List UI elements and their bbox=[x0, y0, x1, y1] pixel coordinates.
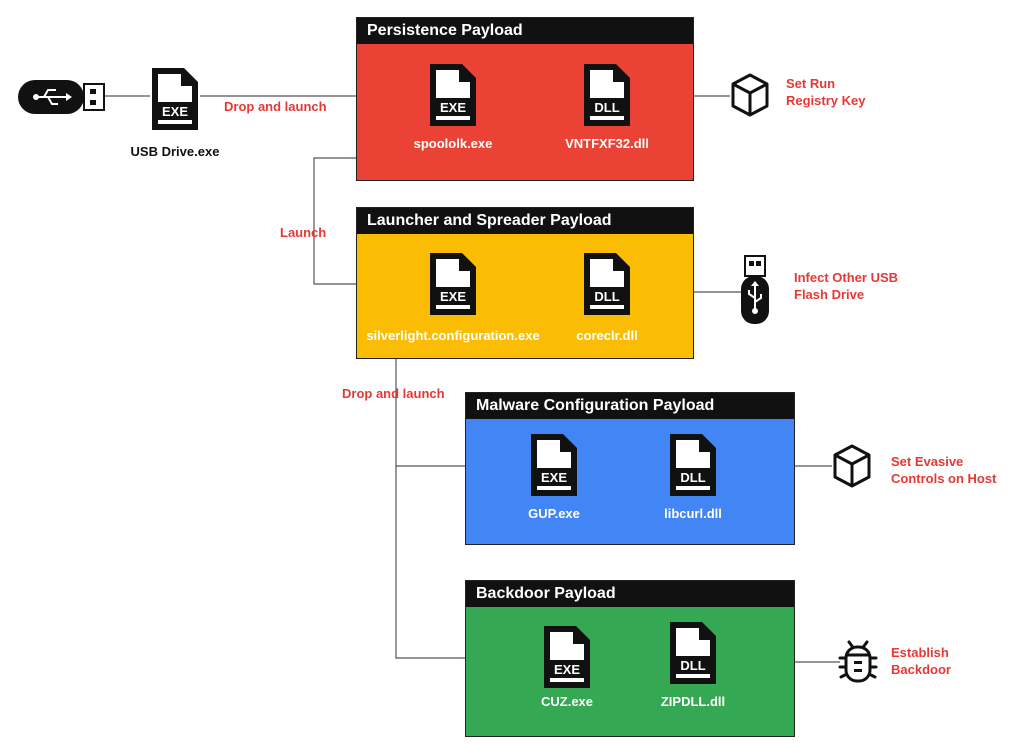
persistence-payload-box: Persistence Payload bbox=[356, 17, 694, 181]
launcher-action-line-1: Infect Other USB bbox=[794, 270, 899, 285]
config-dll-name: libcurl.dll bbox=[664, 506, 722, 521]
config-dll-file-icon: DLL bbox=[668, 432, 718, 498]
persistence-exe-name: spoololk.exe bbox=[413, 136, 493, 151]
usb-drive-file-type: EXE bbox=[162, 104, 188, 119]
backdoor-payload-box: Backdoor Payload bbox=[465, 580, 795, 737]
backdoor-dll-file-icon: DLL bbox=[668, 620, 718, 686]
cube-icon bbox=[832, 443, 872, 489]
backdoor-action-line-2: Backdoor bbox=[891, 662, 951, 677]
persistence-payload-title: Persistence Payload bbox=[357, 18, 693, 44]
edge-label-drop-and-launch-1: Drop and launch bbox=[224, 99, 327, 114]
backdoor-payload-title: Backdoor Payload bbox=[466, 581, 794, 607]
persistence-action-line-1: Set Run bbox=[786, 76, 836, 91]
usb-drive-icon bbox=[18, 80, 106, 114]
edge-label-drop-and-launch-2: Drop and launch bbox=[342, 386, 445, 401]
config-exe-name: GUP.exe bbox=[528, 506, 580, 521]
launcher-exe-type: EXE bbox=[440, 289, 466, 304]
launcher-spreader-payload-box: Launcher and Spreader Payload bbox=[356, 207, 694, 359]
cube-icon bbox=[730, 72, 770, 118]
launcher-spreader-payload-title: Launcher and Spreader Payload bbox=[357, 208, 693, 234]
persistence-dll-name: VNTFXF32.dll bbox=[565, 136, 649, 151]
persistence-dll-file-icon: DLL bbox=[582, 62, 632, 128]
edge-label-launch: Launch bbox=[280, 225, 327, 240]
persistence-exe-type: EXE bbox=[440, 100, 466, 115]
bug-icon bbox=[838, 640, 878, 684]
launcher-action-line-2: Flash Drive bbox=[794, 287, 865, 302]
malware-configuration-payload-box: Malware Configuration Payload bbox=[465, 392, 795, 545]
persistence-exe-file-icon: EXE bbox=[428, 62, 478, 128]
backdoor-dll-name: ZIPDLL.dll bbox=[660, 694, 726, 709]
usb-drive-label: USB Drive.exe bbox=[130, 144, 220, 159]
config-action-line-1: Set Evasive bbox=[891, 454, 964, 469]
launcher-exe-name: silverlight.configuration.exe bbox=[366, 328, 540, 343]
config-action-line-2: Controls on Host bbox=[891, 471, 997, 486]
launcher-exe-file-icon: EXE bbox=[428, 251, 478, 317]
config-exe-type: EXE bbox=[541, 470, 567, 485]
backdoor-dll-type: DLL bbox=[680, 658, 705, 673]
launcher-dll-name: coreclr.dll bbox=[576, 328, 638, 343]
launcher-dll-type: DLL bbox=[594, 289, 619, 304]
config-exe-file-icon: EXE bbox=[529, 432, 579, 498]
usb-flash-drive-icon bbox=[740, 254, 770, 326]
persistence-dll-type: DLL bbox=[594, 100, 619, 115]
usb-drive-exe-file-icon: EXE bbox=[150, 66, 200, 132]
persistence-action-line-2: Registry Key bbox=[786, 93, 866, 108]
malware-configuration-payload-title: Malware Configuration Payload bbox=[466, 393, 794, 419]
backdoor-exe-type: EXE bbox=[554, 662, 580, 677]
launcher-dll-file-icon: DLL bbox=[582, 251, 632, 317]
backdoor-exe-name: CUZ.exe bbox=[540, 694, 594, 709]
backdoor-action-line-1: Establish bbox=[891, 645, 949, 660]
backdoor-exe-file-icon: EXE bbox=[542, 624, 592, 690]
config-dll-type: DLL bbox=[680, 470, 705, 485]
